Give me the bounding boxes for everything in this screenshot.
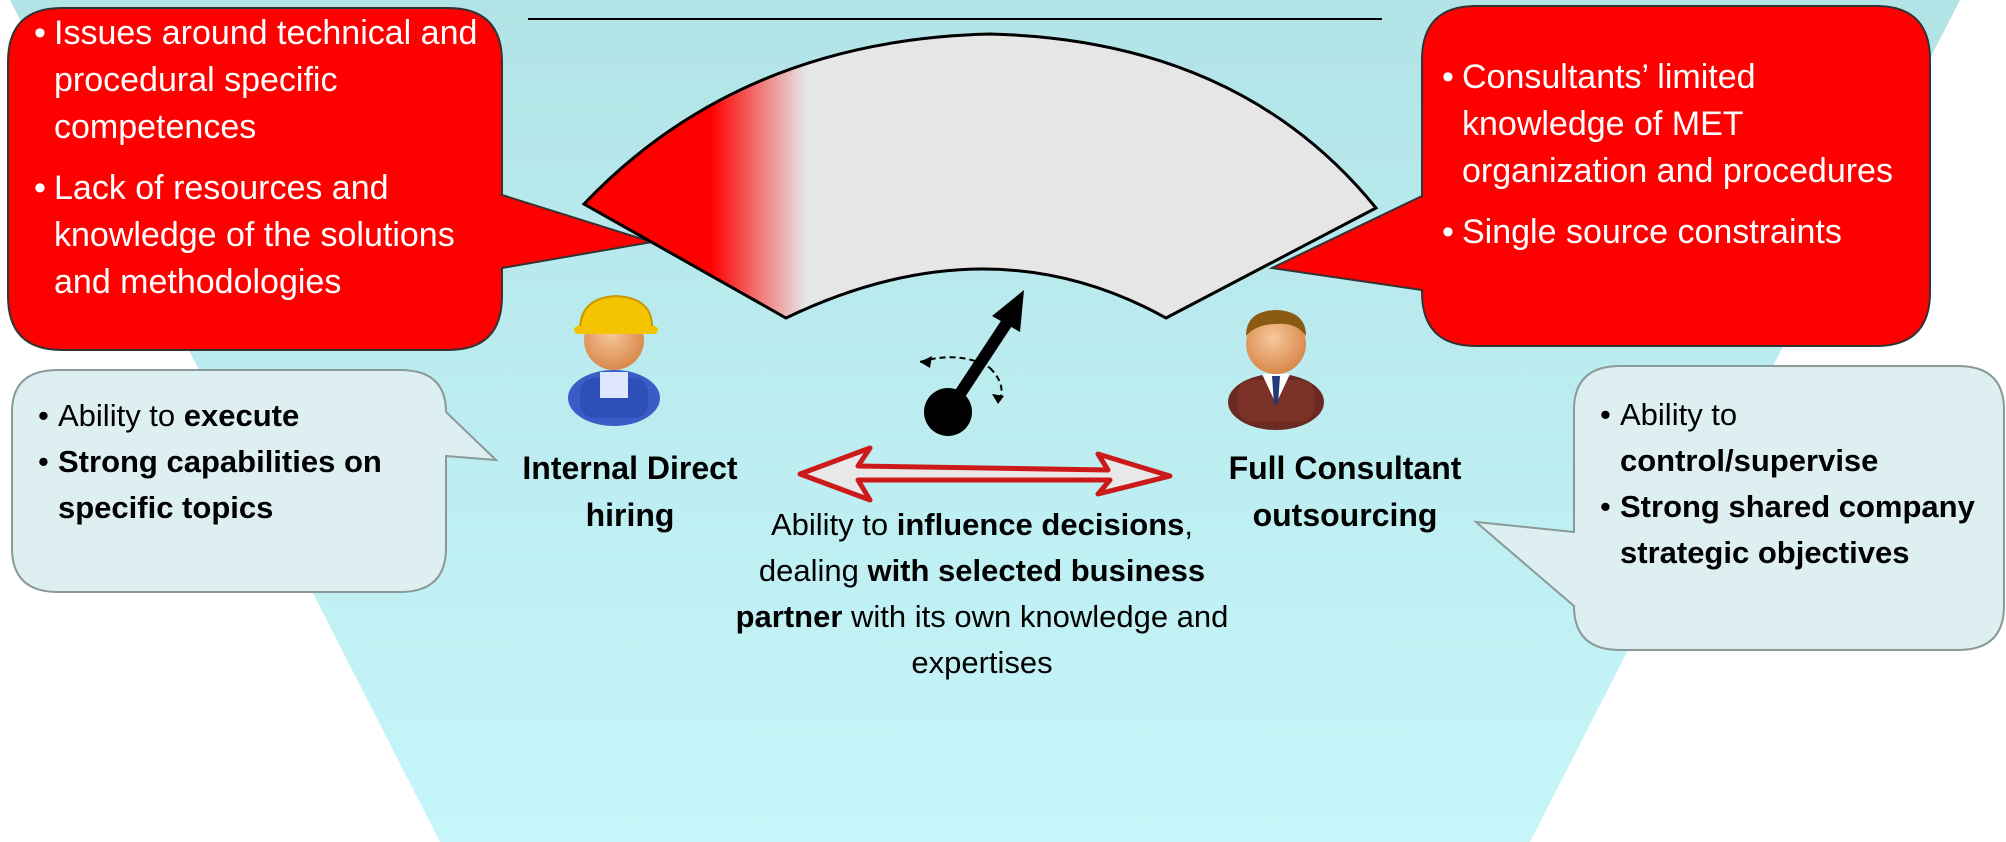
right-issue-2: Single source constraints [1442,209,1902,256]
left-strength-1-prefix: Ability to [58,398,184,433]
center-bold-2: with selected business partner [735,553,1206,634]
left-issue-2: Lack of resources and knowledge of the s… [34,165,494,306]
right-strength-1-prefix: Ability to [1620,397,1738,432]
left-issues-text: Issues around technical and procedural s… [34,10,494,320]
left-strengths-text: Ability to execute Strong capabilities o… [38,393,438,531]
double-arrow-icon [797,445,1173,503]
businessman-icon [1228,310,1324,430]
gauge-fan [581,32,1379,320]
left-strength-1-bold: execute [183,398,300,433]
right-strength-2: Strong shared company strategic objectiv… [1600,484,1980,576]
gauge-needle-icon [919,290,1024,436]
center-text-1: Ability to [770,507,897,542]
right-strengths-text: Ability to control/supervise Strong shar… [1600,392,1980,576]
left-issue-1: Issues around technical and procedural s… [34,10,494,151]
internal-hiring-label: Internal Direct hiring [522,450,738,533]
left-strength-2: Strong capabilities on specific topics [38,439,438,531]
right-strength-1-bold: control/supervise [1620,443,1879,478]
right-strength-1: Ability to control/supervise [1600,392,1980,484]
center-description: Ability to influence decisions, dealing … [722,502,1242,686]
center-text-3: with its own knowledge and expertises [842,599,1229,680]
center-text-2: , dealing [758,507,1194,588]
left-strength-1: Ability to execute [38,393,438,439]
right-issue-1: Consultants’ limited knowledge of MET or… [1442,54,1902,195]
consultant-outsourcing-label: Full Consultant outsourcing [1228,450,1462,533]
right-issues-text: Consultants’ limited knowledge of MET or… [1442,54,1902,270]
worker-icon [568,294,660,426]
center-bold-1: influence decisions [896,507,1185,542]
